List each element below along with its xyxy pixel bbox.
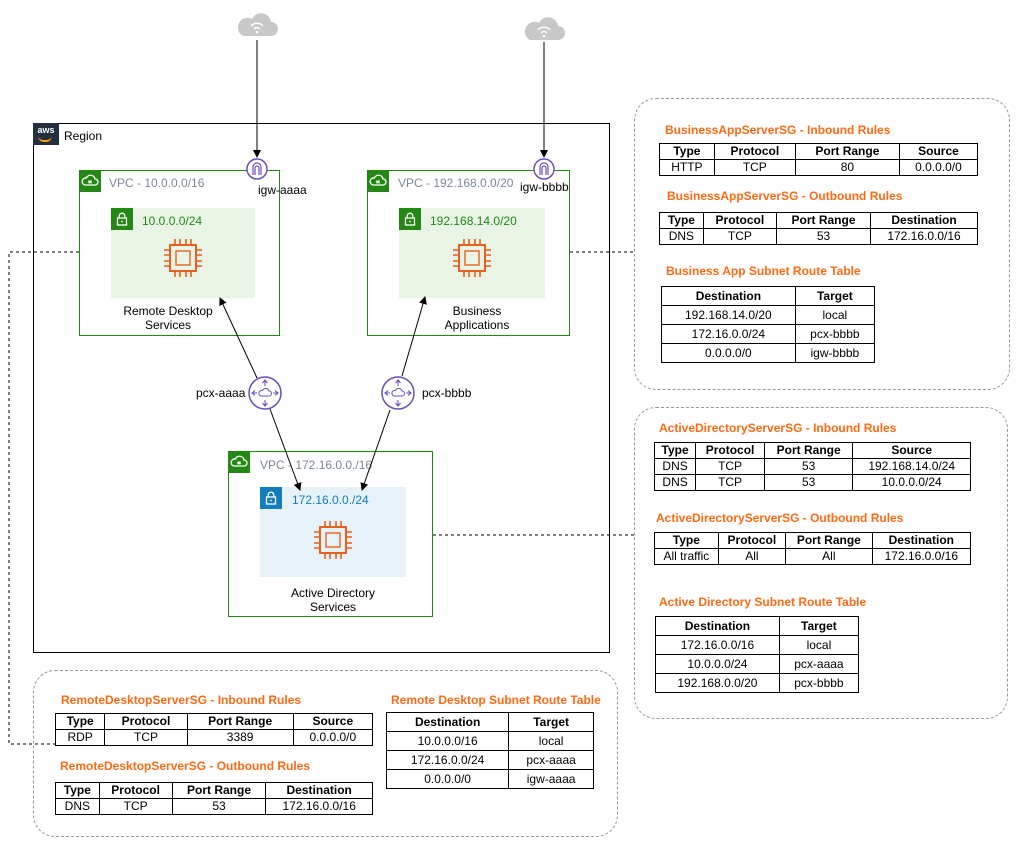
ec2-instance-icon — [453, 239, 491, 277]
vpc-cloud-icon — [228, 451, 250, 473]
internet-cloud-icon — [237, 13, 278, 37]
table-title: ActiveDirectoryServerSG - Inbound Rules — [659, 421, 897, 435]
table-title: RemoteDesktopServerSG - Inbound Rules — [61, 693, 302, 707]
active-directory-panel — [634, 407, 1008, 719]
subnet-remote — [111, 208, 255, 298]
peering-connection-icon — [381, 376, 415, 410]
subnet-cidr: 192.168.14.0/20 — [430, 214, 517, 228]
ec2-instance-icon — [164, 239, 202, 277]
vpc-cloud-icon — [367, 170, 389, 192]
aws-logo: aws — [33, 123, 59, 145]
lock-icon — [111, 208, 133, 230]
link-remote-pcx — [219, 297, 258, 379]
vpc-cloud-icon — [79, 170, 101, 192]
subnet-cidr: 172.16.0.0./24 — [292, 493, 369, 507]
peering-connection-icon — [248, 376, 282, 410]
table-title: RemoteDesktopServerSG - Outbound Rules — [60, 759, 311, 773]
dash-remote-panel — [8, 251, 79, 745]
subnet-cidr: 10.0.0.0/24 — [142, 214, 203, 228]
table-title: Remote Desktop Subnet Route Table — [391, 693, 601, 707]
region-label: Region — [64, 129, 103, 143]
table-title: Business App Subnet Route Table — [666, 264, 861, 278]
subnet-active-directory — [260, 487, 406, 577]
vpc-label: VPC - 10.0.0.0/16 — [109, 176, 205, 190]
link-business-pcx — [401, 296, 427, 377]
internet-gateway-icon — [246, 158, 268, 180]
igw-label: igw-bbbb — [520, 180, 569, 194]
link-pcx-ad-2 — [360, 409, 391, 491]
internet-cloud-icon — [524, 17, 565, 41]
igw-label: igw-aaaa — [258, 183, 307, 197]
ec2-instance-icon — [314, 521, 352, 559]
remote-desktop-panel — [33, 670, 618, 837]
region-boundary — [33, 123, 610, 653]
link-pcx-ad — [269, 408, 302, 491]
lock-icon — [260, 487, 282, 509]
table-title: BusinessAppServerSG - Inbound Rules — [665, 123, 891, 137]
table-title: BusinessAppServerSG - Outbound Rules — [667, 189, 903, 203]
business-app-panel — [634, 98, 1010, 390]
vpc-label: VPC - 192.168.0.0/20 — [398, 176, 514, 190]
peering-label: pcx-bbbb — [422, 386, 472, 400]
subnet-business — [399, 208, 545, 298]
peering-label: pcx-aaaa — [196, 386, 246, 400]
vpc-label: VPC - 172.16.0.0./16 — [260, 458, 373, 472]
internet-gateway-icon — [533, 158, 555, 180]
table-title: Active Directory Subnet Route Table — [659, 595, 867, 609]
lock-icon — [399, 208, 421, 230]
table-title: ActiveDirectoryServerSG - Outbound Rules — [656, 511, 904, 525]
